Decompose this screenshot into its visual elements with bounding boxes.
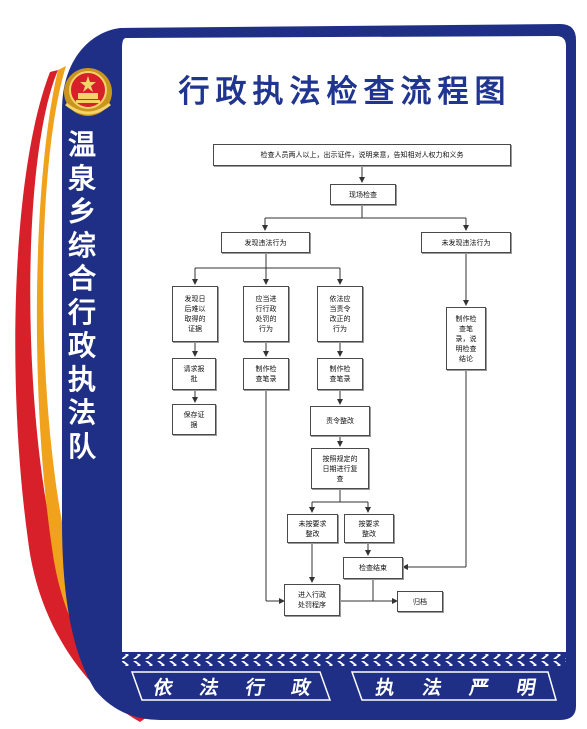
node-corrected: 按要求 整改 [344, 514, 394, 543]
red-swoosh [15, 70, 151, 722]
node-start: 检查人员两人以上，出示证件，说明来意，告知相对人权力和义务 [213, 144, 511, 166]
node-onsite-inspection: 现场检查 [330, 184, 396, 205]
node-no-violation: 未发现违法行为 [421, 232, 511, 253]
node-archive: 归档 [397, 591, 443, 612]
slogan-char: 依 [151, 676, 175, 699]
slogan-left: 依 法 行 政 [140, 672, 325, 700]
node-check-end: 检查结束 [343, 557, 403, 579]
slogan-char: 明 [514, 676, 538, 699]
node-order-correct-case: 依法应 当责令 改正的 行为 [317, 286, 363, 342]
slogan-char: 法 [197, 676, 221, 699]
slogan-right: 执 法 严 明 [362, 672, 550, 700]
organization-name: 温泉乡综合行政执法队 [67, 128, 96, 463]
slogan-left-bg [130, 671, 332, 701]
node-violation-found: 发现违法行为 [221, 232, 310, 253]
node-order-correction: 责令整改 [310, 406, 370, 436]
node-not-corrected: 未按要求 整改 [287, 514, 338, 543]
node-evidence-hard: 发现日 后难以 取得的 证据 [172, 286, 218, 342]
chevron-band [122, 654, 566, 666]
white-panel [122, 36, 566, 652]
slogan-char: 执 [373, 676, 397, 699]
slogan-char: 严 [467, 676, 491, 699]
node-make-record-a: 制作检 查笔录 [243, 358, 289, 390]
node-preserve-evidence: 保存证 据 [172, 404, 216, 435]
page-title: 行政执法检查流程图 [178, 74, 512, 110]
slogan-right-bg [350, 671, 557, 701]
slogan-char: 政 [290, 676, 314, 699]
node-request-approval: 请求报 批 [172, 358, 216, 390]
node-penalty-procedure: 进入行政 处罚程序 [284, 584, 340, 616]
node-make-record-b: 制作检 查笔录 [317, 358, 363, 390]
slogan-char: 法 [420, 676, 444, 699]
node-recheck: 按照规定的 日期进行复 查 [311, 448, 369, 489]
node-admin-penalty-case: 应当进 行行政 处罚的 行为 [243, 286, 289, 342]
slogan-char: 行 [243, 676, 267, 699]
national-emblem-icon [64, 68, 112, 116]
node-no-violation-record: 制作检 查笔 录，说 明检查 结论 [446, 307, 486, 370]
